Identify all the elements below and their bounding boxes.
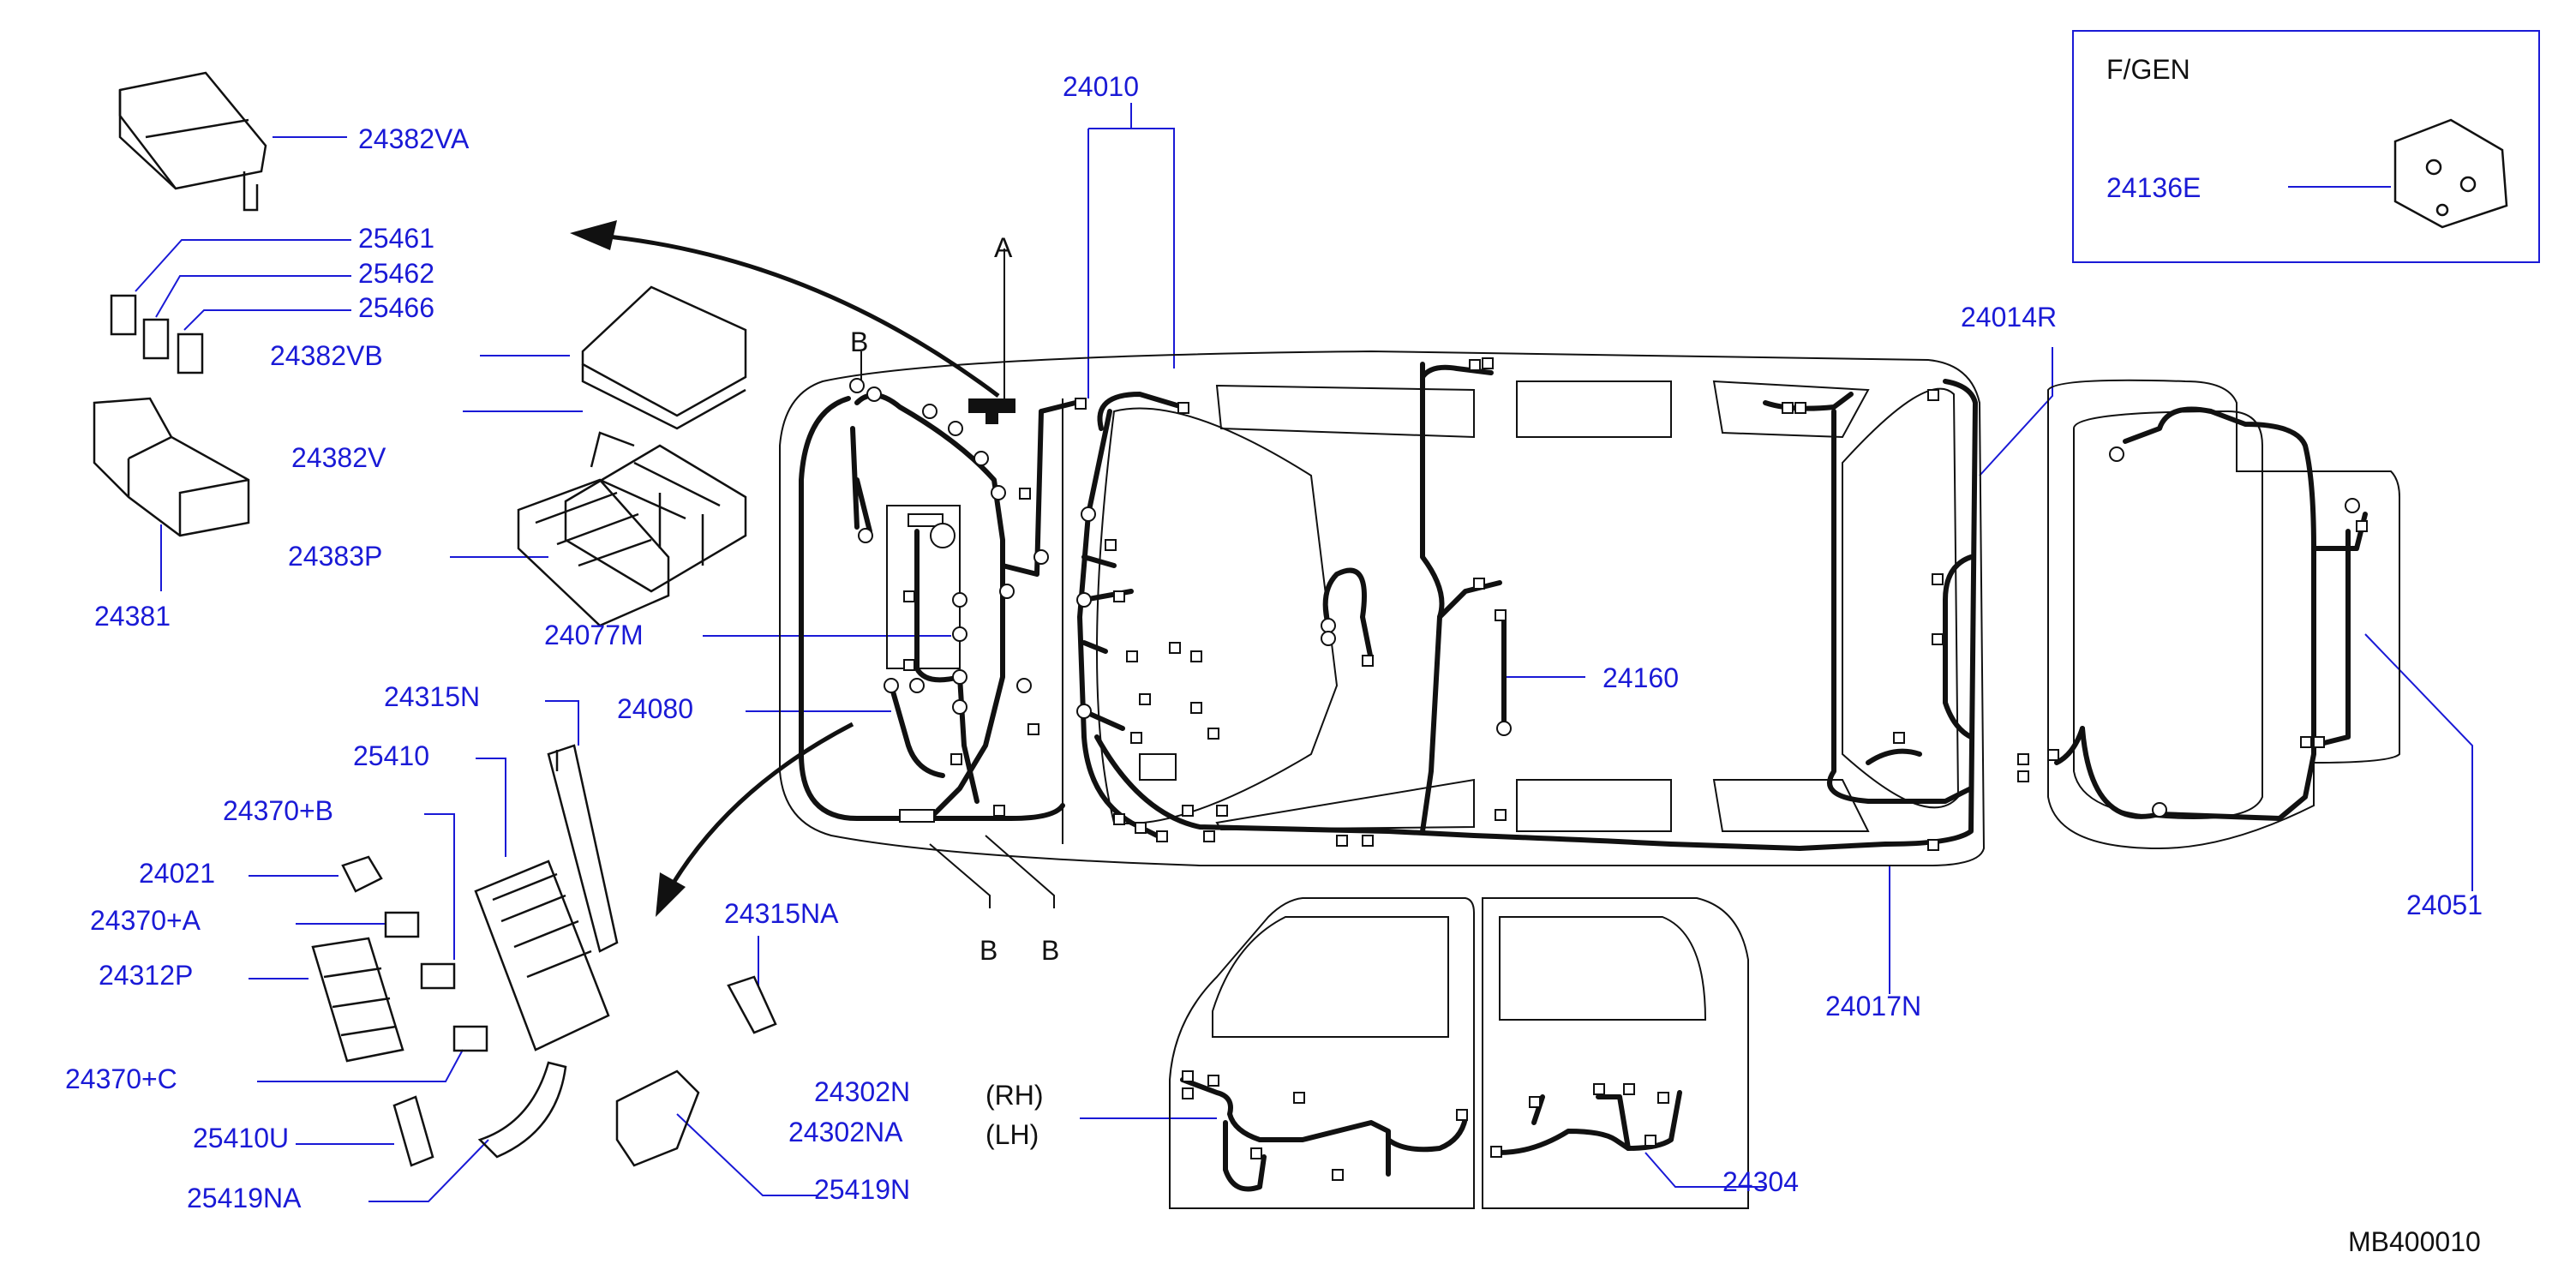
fuse-24370C	[452, 1025, 488, 1052]
label-24080: 24080	[617, 693, 693, 724]
label-24315NA: 24315NA	[724, 898, 839, 929]
label-25466: 25466	[358, 292, 434, 323]
relays-25461-25462-25466	[110, 294, 204, 374]
label-24382V: 24382V	[291, 442, 386, 473]
label-24383P: 24383P	[288, 541, 383, 572]
harness-connectors	[849, 357, 2368, 1181]
label-24304: 24304	[1722, 1166, 1799, 1197]
ground-point-marker	[968, 398, 1015, 424]
leader-25466	[183, 309, 351, 331]
leader-lines	[135, 103, 2473, 1202]
label-25419N: 25419N	[814, 1174, 911, 1205]
label-24302N: 24302N	[814, 1076, 911, 1107]
leader-25410	[476, 758, 506, 857]
leader-25461	[135, 239, 351, 292]
callout-B-top: B	[850, 326, 869, 357]
fuse-24370A	[384, 911, 420, 938]
label-24014R: 24014R	[1961, 302, 2058, 332]
relay-box-24381	[93, 397, 250, 537]
door-outlines	[1169, 897, 1749, 1209]
label-25410: 25410	[353, 740, 429, 771]
label-25410U: 25410U	[193, 1123, 290, 1153]
leader-24051	[2364, 633, 2473, 891]
holder-25419N	[615, 1069, 700, 1167]
bracket-25419NA	[477, 1061, 567, 1159]
label-24021: 24021	[139, 858, 215, 889]
label-24302NA: 24302NA	[788, 1117, 903, 1147]
fuse-block-24383P	[517, 478, 670, 627]
label-24017N: 24017N	[1825, 991, 1922, 1021]
label-24315N: 24315N	[384, 681, 481, 712]
direction-arrows	[599, 233, 1000, 893]
connector-24021	[341, 855, 383, 893]
fuse-box-cover-24382VB	[581, 285, 747, 430]
label-25462: 25462	[358, 258, 434, 289]
leader-24370C	[257, 1049, 464, 1082]
label-24312P: 24312P	[99, 960, 194, 991]
harness-wires	[799, 362, 2368, 1192]
label-24370C: 24370+C	[65, 1063, 177, 1094]
leader-B-1	[929, 843, 991, 908]
diagram-code: MB400010	[2348, 1226, 2481, 1257]
label-24381: 24381	[94, 601, 171, 632]
callout-A: A	[994, 232, 1013, 263]
leader-25462	[155, 275, 351, 318]
label-24010: 24010	[1063, 71, 1139, 102]
label-24370B: 24370+B	[223, 795, 334, 826]
label-24370A: 24370+A	[90, 905, 201, 936]
leader-24304	[1644, 1152, 1765, 1188]
callout-B-bottom-2: B	[1041, 935, 1060, 966]
inset-title: F/GEN	[2106, 54, 2190, 85]
label-24382VB: 24382VB	[270, 340, 383, 371]
leader-B-2	[985, 835, 1055, 908]
fuse-24370B	[420, 962, 456, 990]
leader-24370B	[424, 813, 455, 960]
label-24051: 24051	[2406, 890, 2483, 920]
label-sheet-24312P	[311, 937, 404, 1063]
label-24382VA: 24382VA	[358, 123, 470, 154]
leader-24010-right	[1088, 128, 1175, 368]
leader-24315N	[545, 700, 579, 746]
bracket-24136E	[2393, 118, 2508, 229]
label-lh: (LH)	[985, 1119, 1039, 1150]
fuse-box-cover-24382VA	[118, 71, 267, 212]
label-rh: (RH)	[985, 1080, 1044, 1111]
leader-25419N	[676, 1113, 818, 1196]
fuse-block-25410	[474, 860, 610, 1051]
label-24077M: 24077M	[544, 620, 644, 650]
label-25461: 25461	[358, 223, 434, 254]
callout-B-bottom-1: B	[979, 935, 998, 966]
bracket-24315N	[547, 744, 619, 953]
component-line-art	[93, 71, 2508, 1167]
inset-part-label: 24136E	[2106, 172, 2202, 203]
clip-24315NA	[727, 975, 777, 1034]
fuse-block-24382V	[564, 431, 747, 593]
arrowheads	[570, 220, 686, 917]
label-25419NA: 25419NA	[187, 1183, 302, 1213]
inset-frame	[2072, 30, 2540, 263]
label-24160: 24160	[1603, 662, 1679, 693]
cover-25410U	[392, 1095, 434, 1167]
leader-25419NA	[368, 1139, 489, 1202]
leader-24014R	[1979, 347, 2053, 476]
